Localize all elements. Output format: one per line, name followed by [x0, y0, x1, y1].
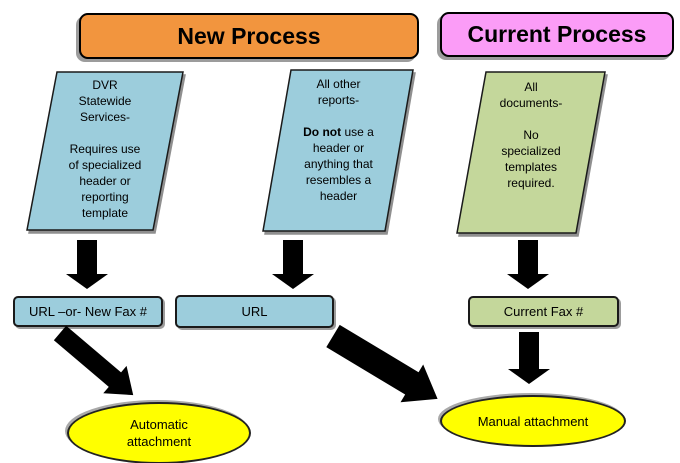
parallelogram-all-documents [456, 71, 606, 234]
parallelogram-dvr-shape [26, 71, 184, 231]
text-line: Requires use [69, 142, 141, 156]
arrow-down-reports-to-url-icon [272, 240, 314, 289]
text-line: All [524, 80, 538, 94]
ellipse-automatic-attachment: Automatic attachment [67, 402, 251, 463]
arrow-diagonal-url-to-manual-icon [326, 324, 438, 403]
parallelogram-all-documents-text: All documents- No specialized templates … [456, 79, 606, 191]
parallelogram-other-reports-shape [262, 69, 414, 232]
text-line: No [523, 128, 539, 142]
text-line: Automatic [130, 417, 188, 432]
text-line: reporting [81, 190, 129, 204]
text-line: templates [504, 160, 558, 174]
text-line: attachment [126, 434, 192, 449]
parallelogram-all-documents-shape [456, 71, 606, 234]
parallelogram-dvr-text: DVR Statewide Services- Requires use of … [26, 77, 184, 221]
text-line: template [81, 206, 129, 220]
text-line [456, 111, 606, 127]
text-line: Manual attachment [477, 413, 589, 429]
arrow-down-fax-to-manual-icon [508, 332, 550, 384]
arrow-diagonal-urlfax-to-automatic-icon [53, 325, 134, 396]
text-line: resembles a [305, 173, 372, 187]
text-line: reports- [317, 93, 360, 107]
header-new-process: New Process [79, 13, 419, 59]
arrow-down-dvr-to-url-fax-icon [66, 240, 108, 289]
text-line: DVR [92, 78, 118, 92]
text-line: header or [79, 174, 131, 188]
text-line: Statewide [78, 94, 132, 108]
text-line: header [319, 189, 358, 203]
header-current-process: Current Process [440, 12, 674, 57]
box-current-fax: Current Fax # [468, 296, 619, 327]
text-line: Services- [79, 110, 130, 124]
text-line [262, 108, 415, 124]
parallelogram-other-reports [262, 69, 414, 232]
text-line-bold-start: Do not use a [303, 125, 374, 139]
box-url-or-new-fax: URL –or- New Fax # [13, 296, 163, 327]
text-line: anything that [304, 157, 373, 171]
ellipse-manual-attachment: Manual attachment [440, 395, 626, 447]
text-line: of specialized [68, 158, 142, 172]
box-url: URL [175, 295, 334, 328]
text-line: All other [316, 77, 361, 91]
text-line [26, 125, 184, 141]
text-line: specialized [501, 144, 561, 158]
text-line: documents- [499, 96, 563, 110]
parallelogram-dvr-statewide [26, 71, 184, 231]
arrow-down-documents-to-fax-icon [507, 240, 549, 289]
parallelogram-other-reports-text: All other reports- Do not use a header o… [262, 76, 415, 204]
text-line: required. [507, 176, 555, 190]
text-line: header or [312, 141, 365, 155]
